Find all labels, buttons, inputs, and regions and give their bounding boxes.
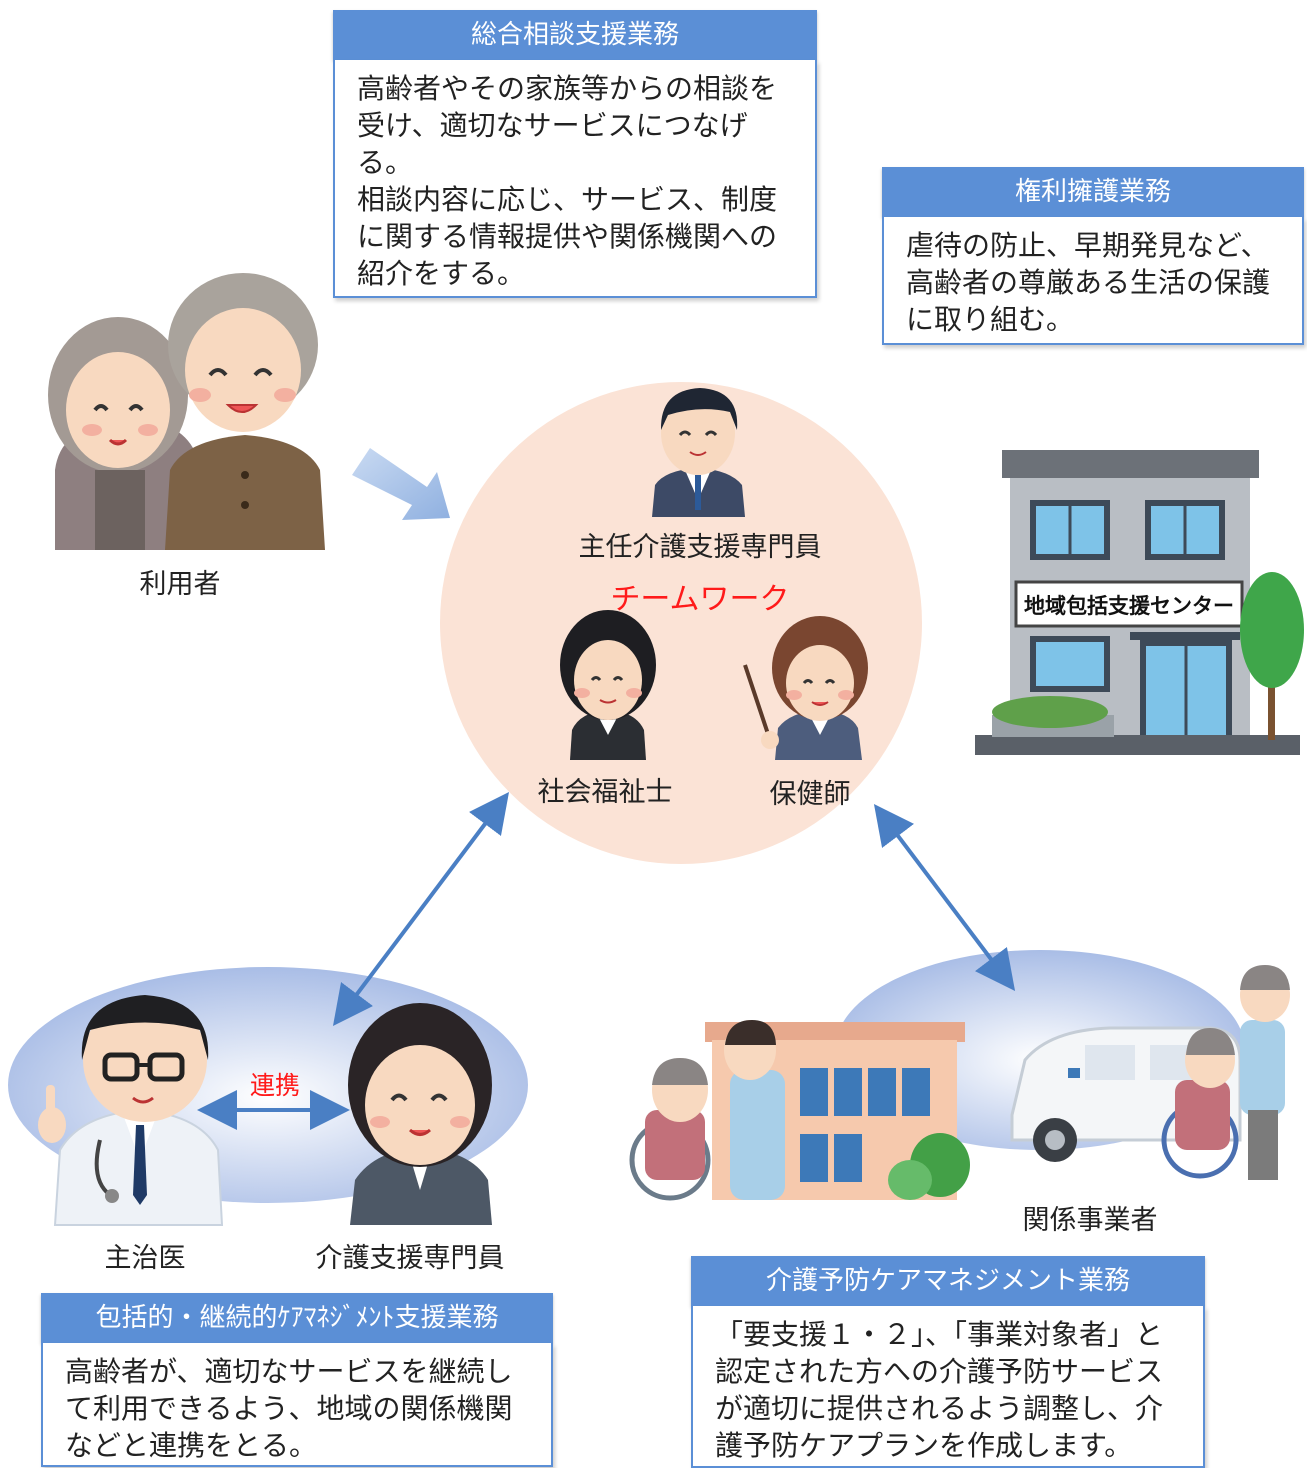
social-worker-illustration — [560, 610, 656, 760]
rights-advocacy-title: 権利擁護業務 — [882, 167, 1304, 217]
user-to-team-arrow — [352, 448, 450, 520]
continuous-care-support-body: 高齢者が、適切なサービスを継続して利用できるよう、地域の関係機関などと連携をとる… — [41, 1343, 553, 1467]
elderly-couple-illustration — [48, 273, 325, 550]
continuous-care-support-box: 包括的・継続的ｹｱﾏﾈｼﾞﾒﾝﾄ支援業務 高齢者が、適切なサービスを継続して利用… — [41, 1293, 553, 1467]
general-consultation-box: 総合相談支援業務 高齢者やその家族等からの相談を受け、適切なサービスにつなげる。… — [333, 10, 817, 298]
chief-care-manager-illustration — [652, 388, 745, 517]
general-consultation-title: 総合相談支援業務 — [333, 10, 817, 60]
care-manager-illustration — [348, 1003, 492, 1225]
teamwork-label: チームワーク — [610, 582, 790, 617]
users-label: 利用者 — [139, 569, 221, 600]
prevention-care-management-box: 介護予防ケアマネジメント業務 「要支援１・２」、「事業対象者」と認定された方への… — [691, 1256, 1205, 1468]
chief-care-manager-label: 主任介護支援専門員 — [578, 532, 822, 563]
social-worker-label: 社会福祉士 — [537, 777, 673, 808]
care-van-illustration — [1010, 965, 1290, 1180]
rights-advocacy-body: 虐待の防止、早期発見など、高齢者の尊厳ある生活の保護に取り組む。 — [882, 217, 1304, 345]
center-sign-label: 地域包括支援センター — [1024, 594, 1234, 618]
center-building-illustration — [975, 450, 1304, 755]
cooperation-label: 連携 — [249, 1071, 300, 1100]
care-manager-label: 介護支援専門員 — [315, 1243, 505, 1274]
arrow-team-right — [873, 804, 1016, 991]
general-consultation-body: 高齢者やその家族等からの相談を受け、適切なサービスにつなげる。 相談内容に応じ、… — [333, 60, 817, 298]
prevention-care-management-body: 「要支援１・２」、「事業対象者」と認定された方への介護予防サービスが適切に提供さ… — [691, 1306, 1205, 1468]
doctor-illustration — [38, 995, 224, 1226]
care-facility-illustration — [629, 1020, 970, 1201]
prevention-care-management-title: 介護予防ケアマネジメント業務 — [691, 1256, 1205, 1306]
rights-advocacy-box: 権利擁護業務 虐待の防止、早期発見など、高齢者の尊厳ある生活の保護に取り組む。 — [882, 167, 1304, 345]
public-health-nurse-illustration — [743, 616, 868, 760]
public-health-nurse-label: 保健師 — [769, 779, 851, 810]
related-providers-label: 関係事業者 — [1022, 1205, 1158, 1236]
arrow-team-left — [332, 792, 510, 1026]
continuous-care-support-title: 包括的・継続的ｹｱﾏﾈｼﾞﾒﾝﾄ支援業務 — [41, 1293, 553, 1343]
attending-physician-label: 主治医 — [104, 1243, 186, 1274]
